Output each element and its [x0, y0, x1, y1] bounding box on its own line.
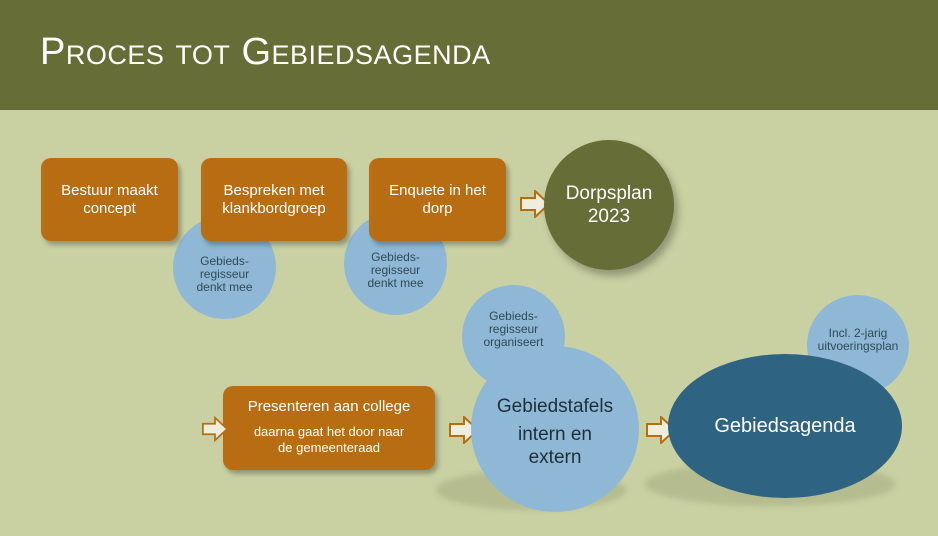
step-line: Bestuur maakt: [61, 181, 158, 199]
step-presenteren-aan-college: Presenteren aan college daarna gaat het …: [223, 386, 435, 470]
step-line: concept: [83, 199, 136, 217]
note-line: denkt mee: [367, 276, 424, 290]
step-enquete-in-dorp: Enquete in het dorp: [369, 158, 506, 241]
note-regisseur-organiseert: Gebieds- regisseur organiseert: [462, 285, 565, 388]
title-bar: Proces tot Gebiedsagenda: [0, 0, 938, 110]
milestone-line: Gebiedstafels: [496, 396, 614, 417]
note-line: denkt mee: [196, 280, 253, 294]
note-line: organiseert: [483, 335, 544, 349]
step-line: dorp: [422, 199, 453, 217]
note-line: uitvoeringsplan: [817, 339, 899, 353]
milestone-line: Dorpsplan: [565, 183, 653, 204]
note-line: regisseur: [370, 263, 421, 277]
milestone-dorpsplan: Dorpsplan 2023: [544, 140, 674, 270]
step-line: Bespreken met: [223, 181, 325, 199]
step-line: Enquete in het: [389, 181, 486, 199]
milestone-line: 2023: [587, 206, 631, 227]
note-line: Incl. 2-jarig: [828, 326, 888, 340]
step-bespreken-klankbordgroep: Bespreken met klankbordgroep: [201, 158, 347, 241]
milestone-line: intern en: [518, 424, 592, 445]
right-arrow-icon: [202, 415, 228, 443]
note-line: Gebieds-: [371, 250, 420, 264]
slide-title: Proces tot Gebiedsagenda: [40, 31, 491, 73]
milestone-label: Gebiedsagenda: [714, 415, 856, 437]
milestone-line: extern: [528, 447, 582, 468]
note-line: regisseur: [488, 322, 539, 336]
note-line: Gebieds-: [489, 309, 538, 323]
note-line: regisseur: [199, 267, 250, 281]
note-line: Gebieds-: [200, 254, 249, 268]
step-bestuur-maakt-concept: Bestuur maakt concept: [41, 158, 178, 241]
step-subtitle-line: daarna gaat het door naar: [253, 424, 405, 439]
right-arrow-icon: [520, 190, 550, 218]
step-title: Presenteren aan college: [247, 398, 411, 415]
step-subtitle-line: de gemeenteraad: [278, 440, 380, 455]
milestone-gebiedsagenda: Gebiedsagenda: [668, 354, 902, 498]
step-line: klankbordgroep: [222, 199, 326, 217]
